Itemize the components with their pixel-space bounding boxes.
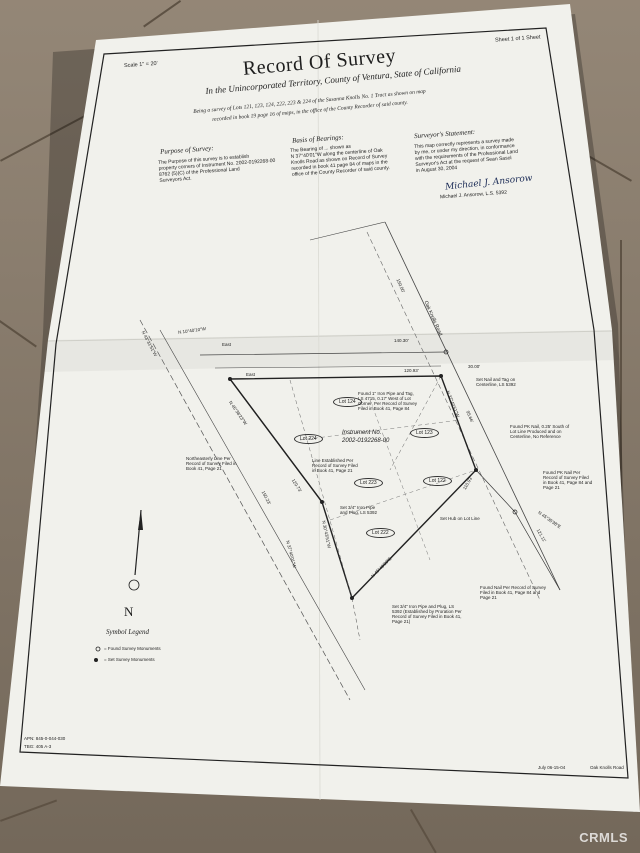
lot-label: Lot 223 — [354, 478, 383, 488]
watermark: CRMLS — [579, 830, 628, 845]
survey-note: Line Established Per Record of Survey Fi… — [312, 458, 358, 473]
date-label: July 06-15-04 — [538, 765, 566, 770]
distance-label: 140.30' — [394, 338, 409, 343]
tbg-label: TBG: 405 A-3 — [24, 744, 52, 749]
legend-title: Symbol Legend — [106, 628, 149, 636]
bearing-label: East — [246, 372, 256, 377]
lot-label: Lot 124 — [333, 397, 362, 407]
instrument-number: 2002-0192268-00 — [342, 438, 390, 444]
survey-note: Found Nail Per Record of Survey Filed in… — [480, 585, 547, 600]
survey-note: Found PK Nail, 0.25' South of Lot Line P… — [510, 424, 570, 439]
lot-label: Lot 224 — [294, 434, 323, 444]
legend-found: = Found Survey Monuments — [104, 646, 161, 651]
north-label: N — [124, 604, 134, 619]
survey-note: Set Hub on Lot Line — [440, 516, 480, 521]
survey-note: Found 1" Iron Pipe and Tag, LS 4715, 0.1… — [358, 391, 418, 411]
survey-note: Northeasterly Line Per Record of Survey … — [186, 456, 237, 471]
instrument-label: Instrument No. — [342, 430, 382, 436]
footer-road-label: Oak Knolls Road — [590, 765, 624, 770]
survey-note: Found PK Nail Per Record of Survey Filed… — [543, 470, 593, 490]
apn-label: APN: 845-0-044-030 — [24, 736, 66, 741]
survey-note: Set 3/4" Iron Pipe and Plug, LS 5392 — [340, 505, 378, 515]
distance-label: 120.93' — [404, 368, 419, 373]
survey-note: Set 3/4" Iron Pipe and Plug, LS 5392 (Es… — [392, 604, 462, 624]
survey-note: Set Nail and Tag on Centerline, LS 5392 — [476, 377, 516, 387]
lot-label: Lot 222 — [366, 528, 395, 538]
bearing-label: East — [222, 342, 232, 347]
tile-grout-line — [620, 240, 622, 800]
lot-label: Lot 123 — [410, 428, 439, 438]
lot-label: Lot 122 — [423, 476, 452, 486]
distance-label: 30.00' — [468, 364, 481, 369]
legend-set: = Set Survey Monuments — [104, 657, 155, 662]
